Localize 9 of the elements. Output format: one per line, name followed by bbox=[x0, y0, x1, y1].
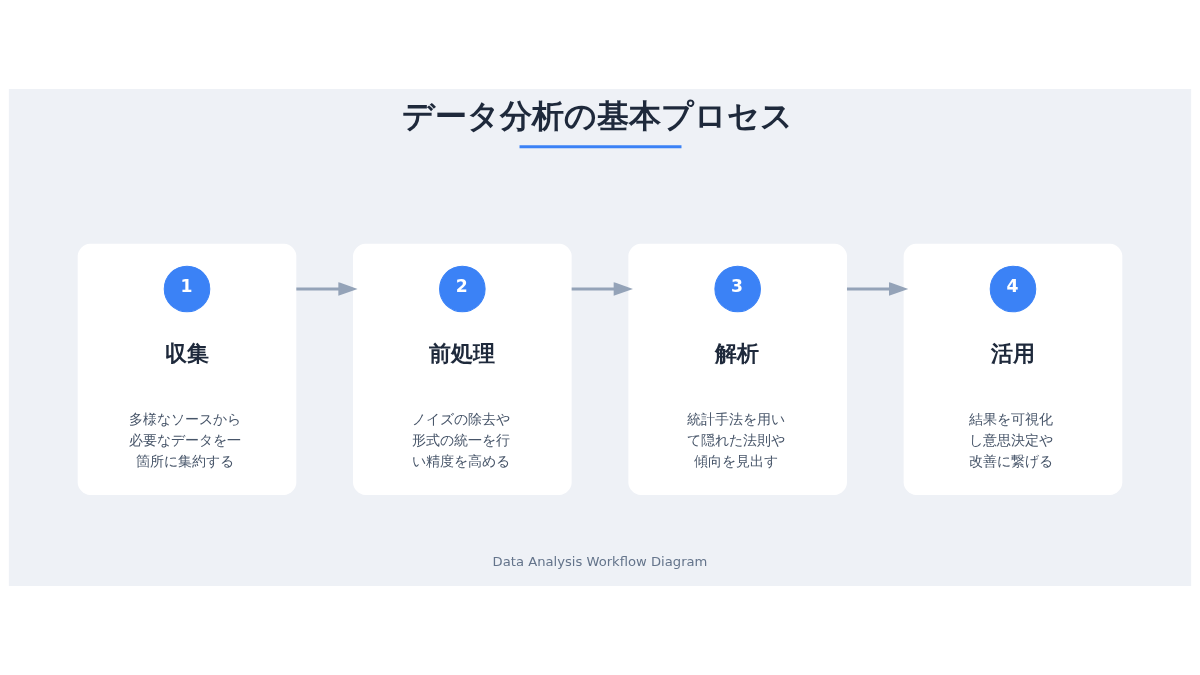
arrow bbox=[571, 282, 633, 296]
node-circle: 3 bbox=[714, 265, 761, 313]
node-circle: 4 bbox=[989, 265, 1037, 313]
node-circle: 2 bbox=[439, 265, 486, 313]
caption: Data Analysis Workflow Diagram bbox=[492, 554, 708, 570]
diagram-title: データ分析の基本プロセス bbox=[401, 96, 793, 135]
arrow bbox=[847, 282, 909, 296]
node-circle: 1 bbox=[163, 265, 211, 313]
arrow bbox=[296, 282, 358, 296]
